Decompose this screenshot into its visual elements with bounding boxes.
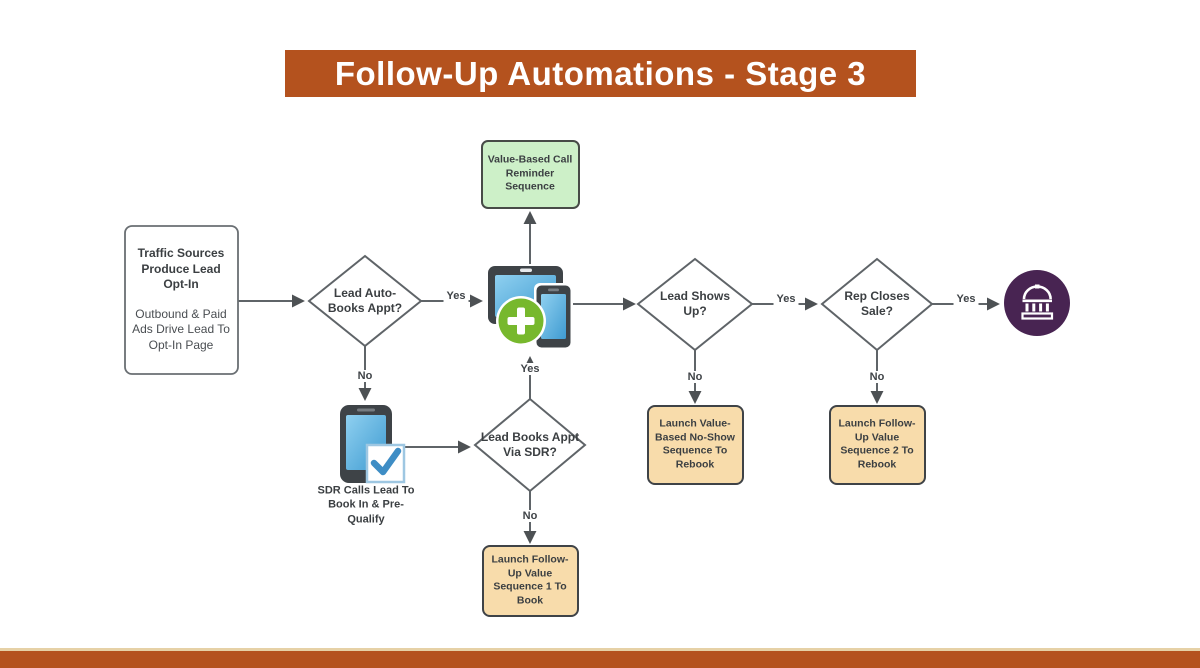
reminder-sequence-shape: [481, 140, 580, 209]
edge-label-no-2: No: [519, 510, 541, 522]
decision-shows-up: Lead Shows Up?: [659, 289, 730, 318]
start-node-shape: [124, 225, 239, 375]
footer-accent-line: [0, 648, 1200, 651]
decision-closes-sale-shape: [820, 257, 934, 352]
tablet-phone-plus-icon: [488, 266, 573, 350]
noshow-sequence-shape: [647, 405, 744, 485]
sequence-1-shape: [482, 545, 579, 617]
start-node-title: Traffic Sources Produce Lead Opt-In: [137, 246, 225, 292]
edge-label-no-4: No: [866, 371, 888, 383]
decision-auto-books-shape: [307, 254, 423, 348]
edge-label-no-3: No: [684, 371, 706, 383]
sdr-caption: SDR Calls Lead To Book In & Pre-Qualify: [317, 484, 415, 526]
decision-shows-up-shape: [636, 257, 754, 352]
decision-closes-sale: Rep Closes Sale?: [844, 289, 910, 318]
phone-checkmark-icon: [340, 405, 406, 484]
decision-auto-books: Lead Auto-Books Appt?: [327, 286, 403, 315]
slide-title: Follow-Up Automations - Stage 3: [285, 50, 916, 97]
edge-label-yes-4: Yes: [953, 293, 979, 305]
footer-bar: [0, 651, 1200, 668]
edge-label-yes-2: Yes: [517, 363, 543, 375]
sequence-1-box: Launch Follow-Up Value Sequence 1 To Boo…: [491, 553, 569, 607]
start-node-body: Outbound & Paid Ads Drive Lead To Opt-In…: [132, 307, 230, 353]
reminder-sequence-box: Value-Based Call Reminder Sequence: [487, 153, 573, 193]
edge-label-no-1: No: [354, 370, 376, 382]
noshow-sequence-box: Launch Value-Based No-Show Sequence To R…: [655, 417, 735, 471]
decision-books-via-sdr: Lead Books Appt Via SDR?: [480, 430, 580, 459]
edge-label-yes-1: Yes: [443, 290, 469, 302]
sequence-2-box: Launch Follow-Up Value Sequence 2 To Reb…: [838, 417, 916, 471]
start-node: Traffic Sources Produce Lead Opt-In Outb…: [128, 246, 234, 354]
bank-icon: [1004, 270, 1070, 336]
decision-books-via-sdr-shape: [473, 397, 587, 493]
edge-label-yes-3: Yes: [773, 293, 799, 305]
sequence-2-shape: [829, 405, 926, 485]
